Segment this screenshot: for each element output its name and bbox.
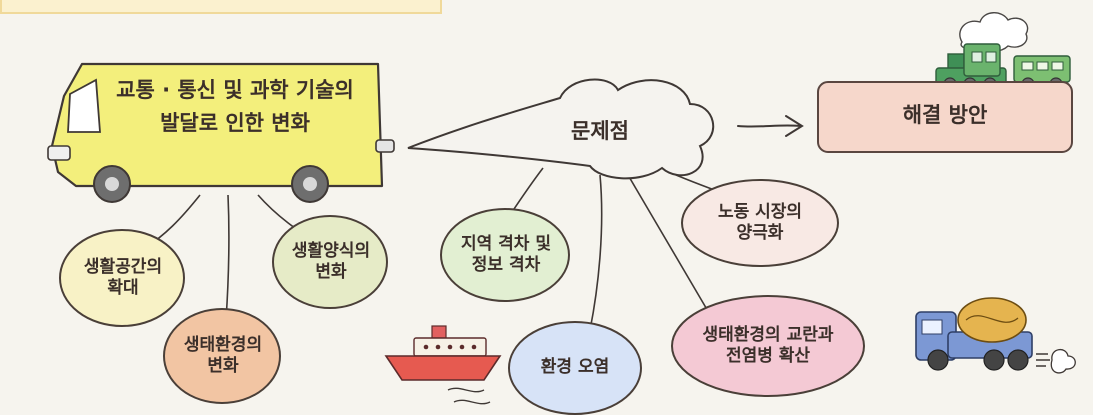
problem-label: 문제점 [571,119,629,143]
problem-cloud [407,78,715,180]
problem-region-info-gap-label: 지역 격차 및 정보 격차 [460,234,552,276]
ship-icon [384,325,502,405]
problem-pollution-label: 환경 오염 [540,357,610,377]
truck-icon [47,62,395,203]
bubble-labor-market [681,179,839,267]
effect-lifestyle-label: 생활양식의 변화 [291,241,371,283]
train-icon [935,12,1071,91]
bubble-living-space [59,229,185,327]
effect-living-space-label: 생활공간의 확대 [83,257,163,299]
mixer-truck-icon [915,297,1076,374]
bubble-region-info-gap [440,208,570,302]
cause-label: 교통 · 통신 및 과학 기술의 발달로 인한 변화 [116,78,354,135]
bubble-epidemic [671,295,865,397]
solution-box [817,81,1073,153]
connector-lines [144,167,731,331]
bubble-lifestyle [272,215,388,309]
bubble-pollution [508,321,642,415]
problem-labor-market-label: 노동 시장의 양극화 [717,202,803,244]
problem-epidemic-label: 생태환경의 교란과 전염병 확산 [702,325,834,367]
top-note-box [0,0,442,14]
bubble-ecology-change [163,308,281,404]
arrow-icon [737,115,804,137]
solution-label: 해결 방안 [902,103,988,127]
effect-ecology-change-label: 생태환경의 변화 [183,335,263,377]
